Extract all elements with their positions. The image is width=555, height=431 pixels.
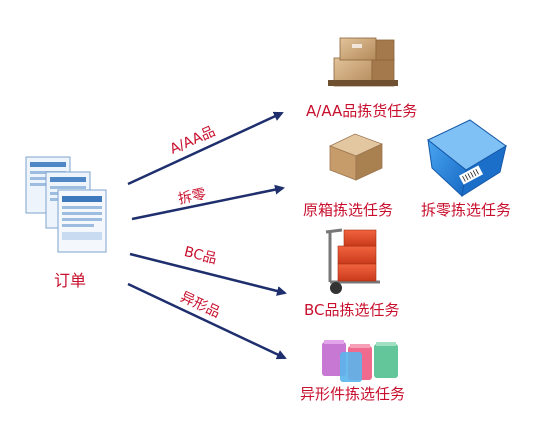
edge-arrows bbox=[127, 111, 287, 360]
blue-tote-bin-icon bbox=[427, 119, 507, 198]
carton-box-icon bbox=[328, 133, 384, 181]
stacked-boxes-icon bbox=[328, 37, 398, 87]
colored-bags-icon bbox=[322, 340, 398, 382]
task-label-split-case: 拆零拣选任务 bbox=[421, 201, 512, 219]
order-documents-icon bbox=[25, 156, 107, 253]
task-label-bc: BC品拣选任务 bbox=[304, 301, 400, 319]
edge-arrow-a bbox=[127, 111, 284, 186]
task-label-a-aa: A/AA品拣货任务 bbox=[306, 102, 418, 120]
edge-arrow-bc bbox=[129, 252, 287, 296]
task-label-odd-shaped: 异形件拣选任务 bbox=[300, 385, 406, 403]
edge-arrow-odd bbox=[127, 282, 287, 360]
hand-truck-boxes-icon bbox=[325, 228, 380, 294]
edge-arrow-split bbox=[131, 184, 285, 221]
source-label: 订单 bbox=[54, 271, 87, 290]
task-label-full-case: 原箱拣选任务 bbox=[303, 201, 394, 219]
